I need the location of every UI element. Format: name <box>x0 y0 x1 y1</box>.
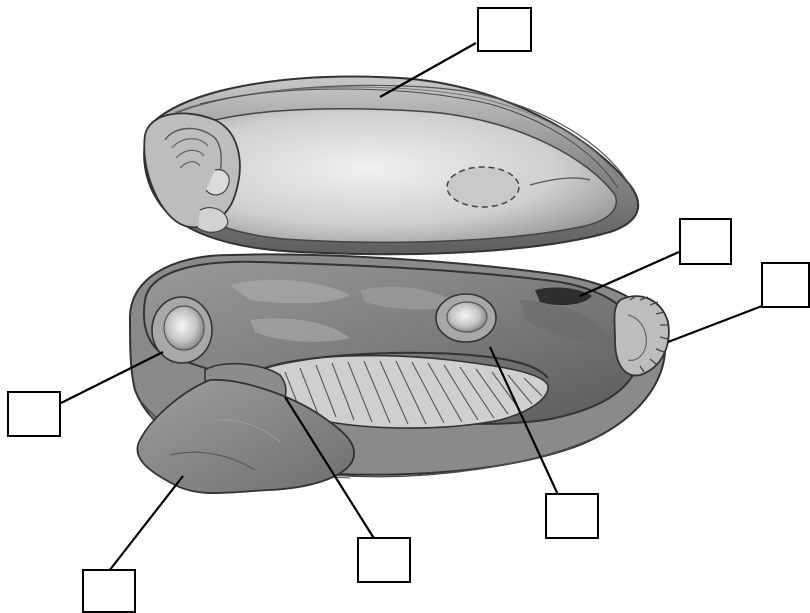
leader-line-excurrent <box>580 252 679 296</box>
label-box-foot[interactable] <box>83 570 135 612</box>
label-box-shell[interactable] <box>478 8 531 51</box>
label-box-gills[interactable] <box>358 538 410 582</box>
label-box-anterior-adductor[interactable] <box>8 392 60 436</box>
leader-line-foot <box>109 476 183 571</box>
leader-line-siphon <box>668 306 762 342</box>
label-box-incurrent-siphon[interactable] <box>762 263 809 307</box>
posterior-adductor-muscle <box>436 294 496 342</box>
label-box-posterior-adductor[interactable] <box>546 494 598 538</box>
upper-shell-valve <box>144 77 638 255</box>
muscle-scar <box>447 167 519 207</box>
label-box-excurrent-siphon[interactable] <box>680 219 731 264</box>
